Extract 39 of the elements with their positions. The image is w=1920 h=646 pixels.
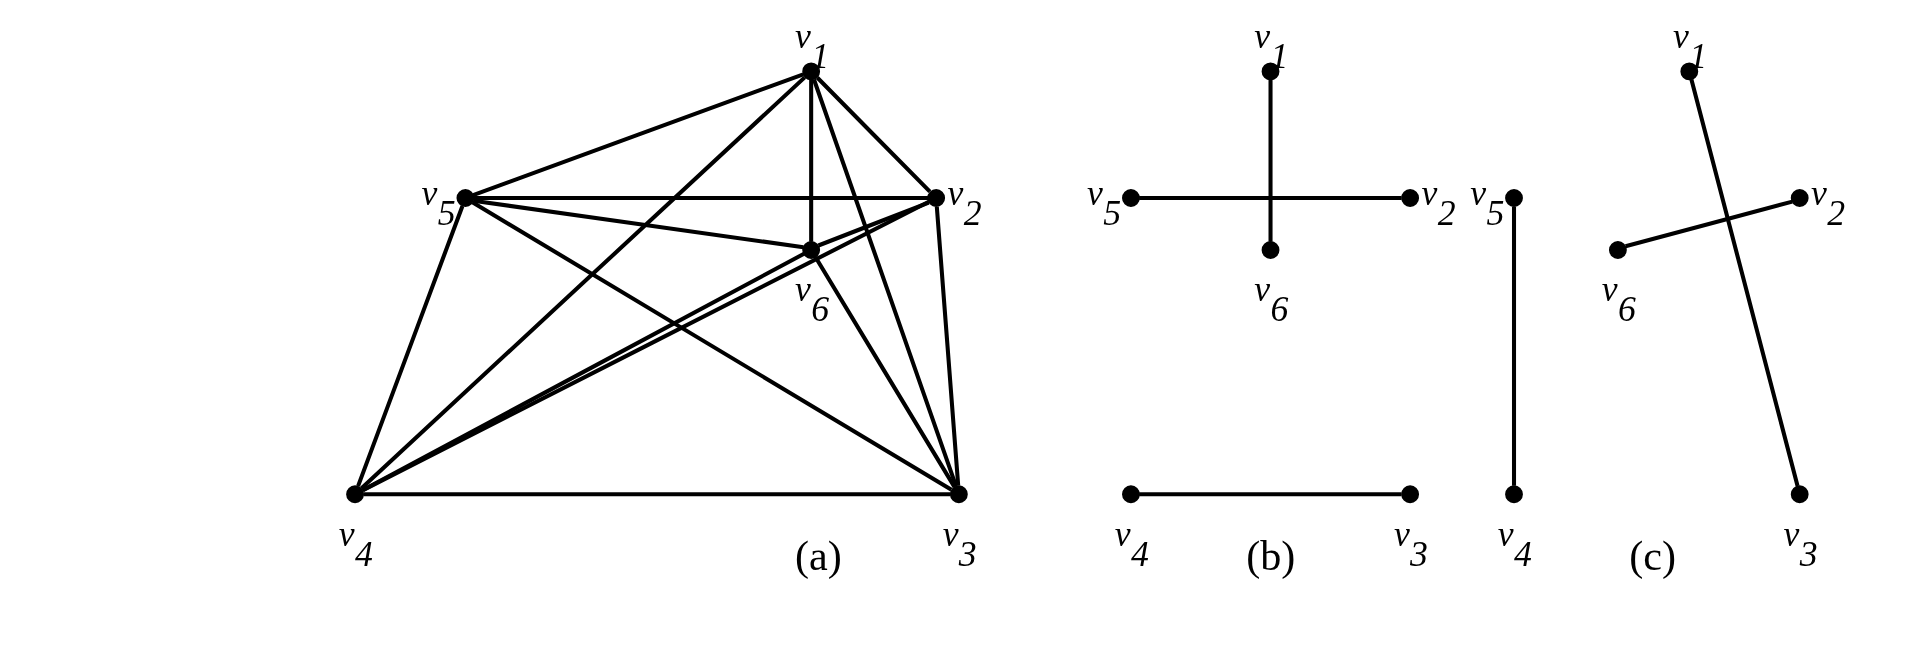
node-circle (1504, 485, 1523, 504)
node-circle (456, 189, 474, 207)
connector (361, 199, 930, 492)
connector (808, 79, 813, 242)
connector (1138, 196, 1402, 201)
connector (1511, 206, 1516, 486)
label: (c) (1628, 532, 1676, 580)
connector (471, 72, 804, 198)
connector (361, 252, 805, 493)
node-circle (1261, 241, 1279, 259)
node-circle (1400, 485, 1419, 504)
node-circle (1121, 485, 1140, 504)
node-circle (1790, 189, 1809, 207)
node-circle (1790, 485, 1809, 504)
label: (a) (794, 532, 842, 580)
connector (813, 255, 956, 489)
connector (362, 492, 951, 497)
node-circle (926, 189, 945, 207)
connector (817, 200, 929, 248)
node-circle (345, 485, 364, 504)
node-circle (1608, 241, 1627, 259)
node-circle (801, 241, 820, 259)
connector (815, 76, 931, 194)
connector (1268, 79, 1273, 242)
node-circle (1504, 189, 1523, 207)
connector (1688, 78, 1800, 487)
connector (1624, 199, 1793, 249)
connector (359, 75, 806, 490)
node-circle (949, 485, 968, 504)
connector (470, 200, 952, 492)
connector (811, 78, 958, 487)
connector (472, 198, 804, 250)
connector (473, 196, 928, 201)
node-circle (1121, 189, 1140, 207)
connector (355, 205, 464, 487)
connector (1138, 492, 1402, 497)
node-circle (1400, 189, 1419, 207)
connector (934, 206, 960, 486)
label: (b) (1245, 532, 1295, 580)
